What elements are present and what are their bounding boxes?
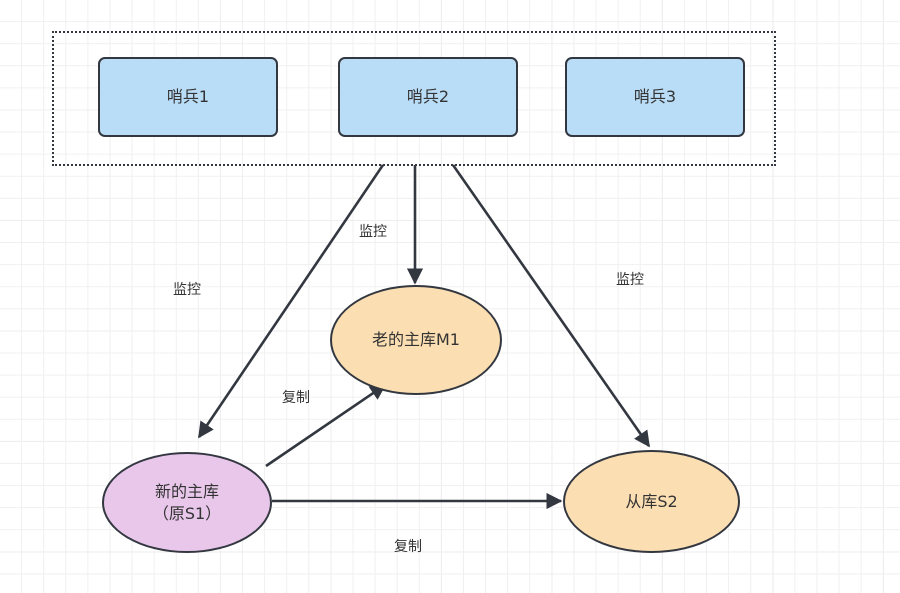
node-new-master-label: 新的主库 （原S1） [152,481,222,523]
edge-label-monitor-slave-s2: 监控 [616,272,644,288]
node-sentinel2-label: 哨兵2 [406,87,450,107]
node-old-master[interactable]: 老的主库M1 [330,285,502,395]
node-sentinel1-label: 哨兵1 [166,87,210,107]
edge-label-monitor-new-master: 监控 [173,282,201,298]
node-old-master-label: 老的主库M1 [372,330,460,350]
node-slave-s2[interactable]: 从库S2 [563,450,740,553]
node-sentinel3-label: 哨兵3 [633,87,677,107]
sentinel-cluster-frame [52,31,776,166]
edge-label-replicate-to-old-master: 复制 [282,390,310,406]
edge-label-replicate-to-slave-s2: 复制 [394,539,422,555]
node-sentinel2[interactable]: 哨兵2 [338,57,518,137]
node-sentinel3[interactable]: 哨兵3 [565,57,745,137]
edge-label-monitor-old-master: 监控 [359,224,387,240]
node-slave-s2-label: 从库S2 [625,491,678,511]
node-sentinel1[interactable]: 哨兵1 [98,57,278,137]
node-new-master[interactable]: 新的主库 （原S1） [102,452,272,553]
